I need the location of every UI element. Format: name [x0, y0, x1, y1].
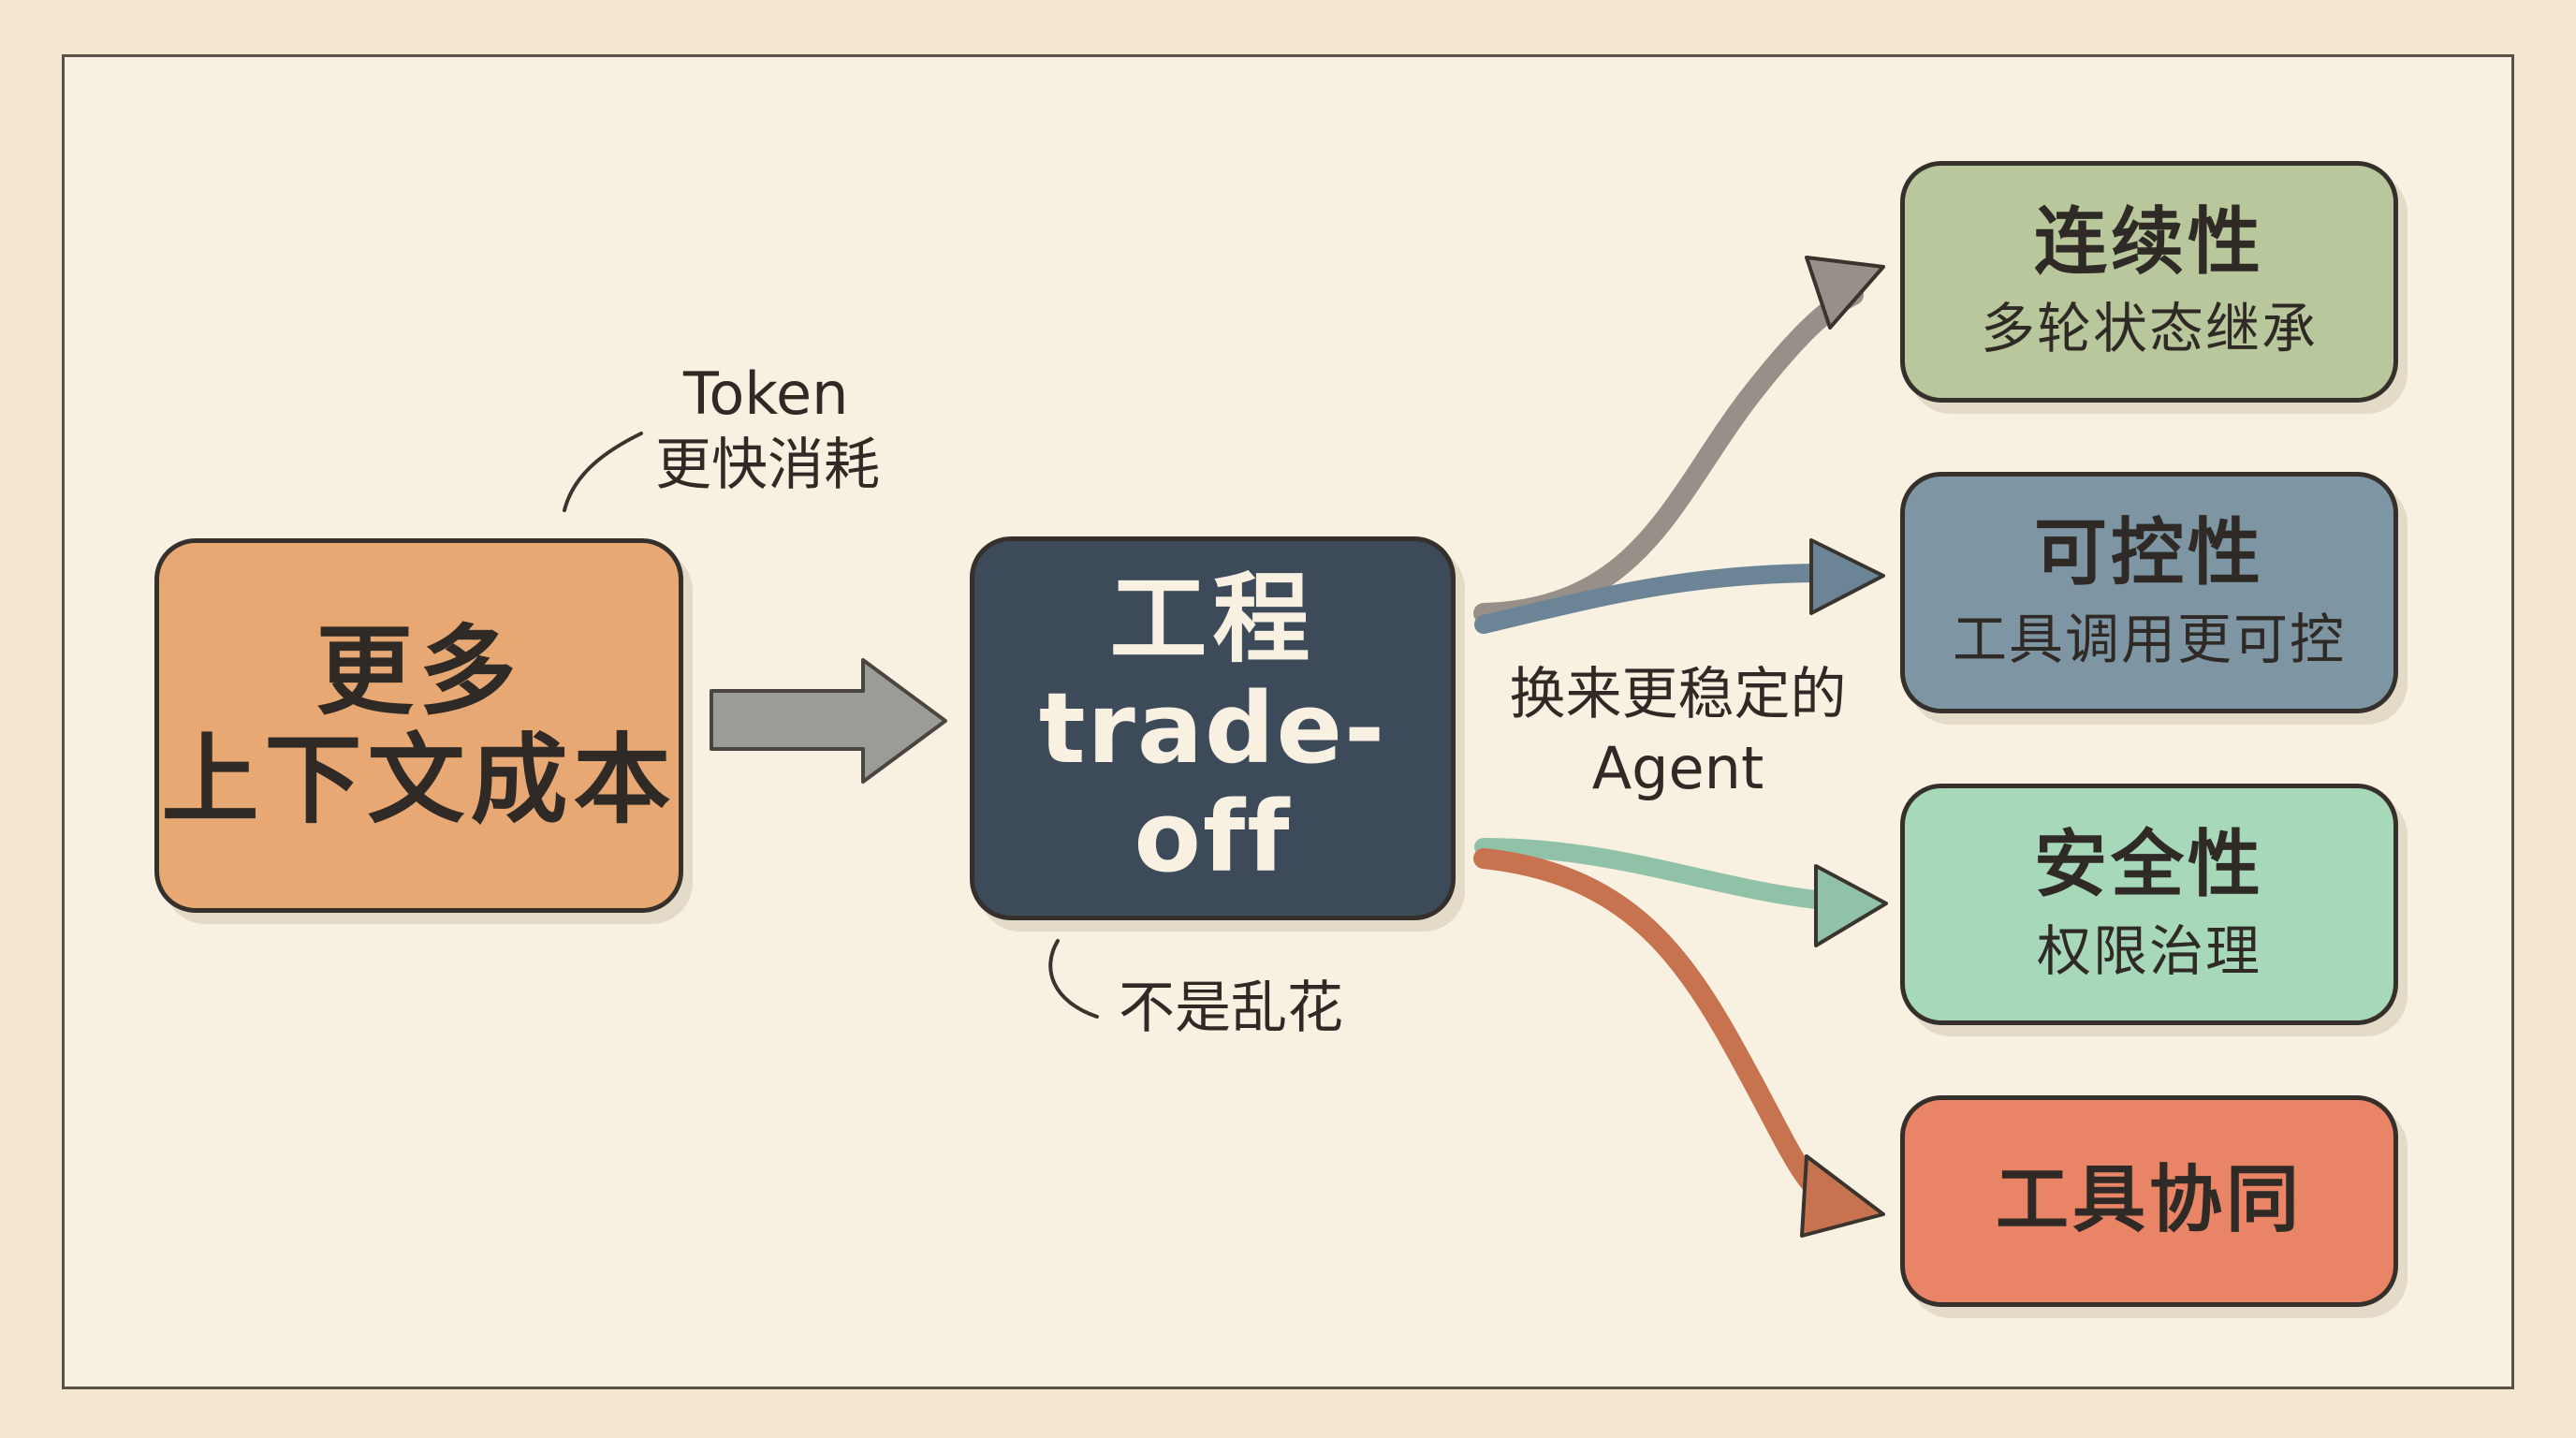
token-note: Token 更快消耗 [655, 358, 880, 501]
center-box: 工程 trade-off [970, 536, 1456, 920]
outcome-title: 工具协同 [1995, 1158, 2303, 1243]
token-callout-line [563, 432, 643, 512]
token-note-line2: 更快消耗 [655, 432, 880, 498]
outcome-title: 安全性 [2033, 822, 2264, 907]
source-title-line2: 上下文成本 [161, 723, 677, 837]
outcome-tools: 工具协同 [1900, 1095, 2398, 1307]
result-note-line1: 换来更稳定的 [1509, 662, 1847, 727]
outcome-subtitle: 工具调用更可控 [1952, 607, 2346, 671]
center-title-line1: 工程 [1109, 562, 1316, 677]
outcome-control: 可控性 工具调用更可控 [1900, 472, 2398, 713]
not-random-callout-line [1048, 939, 1099, 1019]
source-box: 更多 上下文成本 [154, 538, 683, 913]
center-title-line2: trade-off [1038, 670, 1387, 895]
outcome-continuity: 连续性 多轮状态继承 [1900, 161, 2398, 403]
arrowhead-control [1809, 538, 1885, 615]
arrow-to-control [1474, 564, 1835, 634]
outcome-title: 连续性 [2033, 199, 2264, 285]
outcome-title: 可控性 [2033, 510, 2264, 595]
outcome-subtitle: 权限治理 [2036, 918, 2261, 983]
arrowhead-continuity [1805, 256, 1885, 330]
arrowhead-tools [1800, 1154, 1885, 1238]
outcome-subtitle: 多轮状态继承 [1980, 296, 2318, 360]
outcome-safety: 安全性 权限治理 [1900, 784, 2398, 1025]
source-to-center-arrow [710, 658, 947, 784]
arrowhead-safety [1814, 864, 1888, 947]
result-note: 换来更稳定的 Agent [1502, 660, 1853, 805]
token-note-line1: Token [683, 360, 849, 428]
arrow-to-tools [1473, 848, 1845, 1213]
arrow-to-safety [1474, 838, 1835, 910]
source-title-line1: 更多 [315, 613, 522, 728]
not-random-note: 不是乱花 [1119, 974, 1343, 1044]
arrow-to-continuity [1473, 285, 1864, 624]
result-note-line2: Agent [1591, 734, 1764, 802]
not-random-text: 不是乱花 [1119, 976, 1343, 1041]
